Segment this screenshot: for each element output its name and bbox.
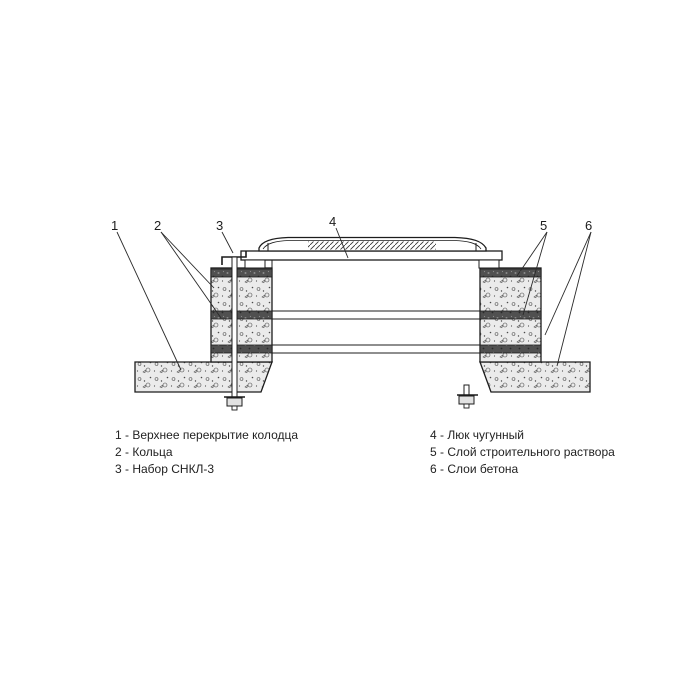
legend-item-1: 1 - Верхнее перекрытие колодца — [115, 428, 299, 442]
callout-1: 1 — [111, 218, 118, 233]
well-cover-slab — [134, 361, 591, 393]
anchor-rod — [231, 256, 238, 398]
callout-2: 2 — [154, 218, 161, 233]
legend-item-4: 4 - Люк чугунный — [430, 428, 525, 442]
legend-item-5: 5 - Слой строительного раствора — [430, 445, 615, 459]
hatch-frame-foot-right — [478, 259, 500, 269]
leader-4 — [335, 227, 349, 259]
leader-1 — [116, 231, 182, 371]
leader-2b — [160, 231, 222, 319]
legend-item-3: 3 - Набор СНКЛ-3 — [115, 462, 215, 476]
cast-iron-hatch — [240, 236, 503, 269]
legend-item-6: 6 - Слои бетона — [430, 462, 519, 476]
legend: 1 - Верхнее перекрытие колодца 2 - Кольц… — [0, 427, 700, 487]
callout-numbers: 1 2 3 4 5 6 — [111, 214, 592, 233]
legend-column-right: 4 - Люк чугунный 5 - Слой строительного … — [430, 427, 615, 478]
callout-3: 3 — [216, 218, 223, 233]
manhole-section-drawing: 1 2 3 4 5 6 — [111, 214, 592, 411]
leader-3 — [221, 231, 234, 254]
leader-6a — [544, 231, 592, 336]
leader-5b — [522, 231, 548, 316]
mortar-bands — [210, 268, 542, 354]
nut — [458, 395, 475, 405]
hatch-lid-knurling — [308, 241, 436, 250]
rod-tip — [463, 403, 470, 409]
anchor-bolt-left — [221, 251, 247, 411]
hatch-frame — [240, 250, 503, 261]
leader-2a — [160, 231, 215, 289]
rod-tip — [231, 405, 238, 411]
nut — [226, 397, 243, 407]
leader-6b — [556, 231, 592, 367]
anchor-rod-stub — [463, 384, 470, 396]
callout-4: 4 — [329, 214, 336, 229]
legend-item-2: 2 - Кольца — [115, 445, 173, 459]
leader-5a — [516, 231, 548, 277]
slab-left — [134, 361, 273, 393]
ring-joint-lines — [271, 260, 481, 354]
anchor-bolt-right — [457, 384, 478, 409]
leader-lines — [116, 227, 592, 371]
slab-right — [479, 361, 591, 393]
legend-column-left: 1 - Верхнее перекрытие колодца 2 - Кольц… — [115, 427, 298, 478]
callout-5: 5 — [540, 218, 547, 233]
hatch-frame-foot-left — [244, 259, 266, 269]
callout-6: 6 — [585, 218, 592, 233]
